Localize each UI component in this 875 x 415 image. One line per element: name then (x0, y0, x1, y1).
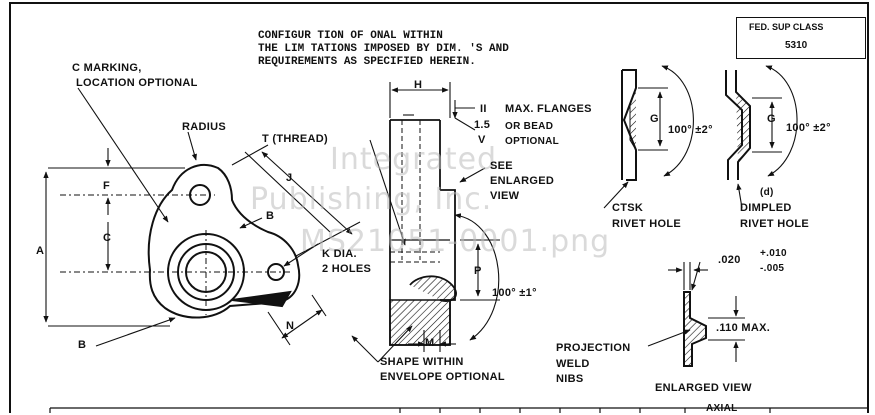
label-shape-within: SHAPE WITHIN (380, 356, 464, 368)
label-envelope-optional: ENVELOPE OPTIONAL (380, 371, 505, 383)
label-h: H (414, 79, 423, 91)
note-line-2: THE LIM TATIONS IMPOSED BY DIM. 'S AND (258, 43, 509, 55)
label-enlarged-view: ENLARGED VIEW (655, 382, 752, 394)
label-weld: WELD (556, 358, 590, 370)
label-c-dim: C (103, 232, 112, 244)
label-projection: PROJECTION (556, 342, 631, 354)
label-ii: II (480, 103, 487, 115)
label-tol-plus: +.010 (760, 248, 787, 259)
ctsk-rivet-hole-view (603, 69, 637, 209)
label-dimpled: DIMPLED (740, 202, 792, 214)
label-or-bead: OR BEAD (505, 121, 554, 132)
note-line-1: CONFIGUR TION OF ONAL WITHIN (258, 30, 443, 42)
label-tol-minus: -.005 (760, 263, 785, 274)
general-notes: CONFIGUR TION OF ONAL WITHIN THE LIM TAT… (258, 30, 509, 69)
label-f: F (103, 180, 111, 192)
section-dimensions (351, 82, 500, 363)
label-p: P (474, 265, 482, 277)
label-dim-020: .020 (718, 254, 741, 266)
label-nibs: NIBS (556, 373, 584, 385)
enlarged-view-dimensions (647, 296, 745, 362)
label-ctsk: CTSK (612, 202, 644, 214)
label-j: J (286, 172, 293, 184)
label-d-mark: (d) (760, 187, 774, 198)
ctsk-dimensions (638, 65, 694, 177)
label-m: M (425, 337, 435, 349)
label-optional: OPTIONAL (505, 136, 560, 147)
note-line-3: REQUIREMENTS AS SPECIFIED HEREIN. (258, 56, 476, 68)
label-n: N (286, 320, 295, 332)
label-a: A (36, 245, 45, 257)
label-radius: RADIUS (182, 121, 226, 133)
label-ratio: 1.5 (474, 119, 491, 131)
label-100-deg-dimpled: 100° ±2° (786, 122, 831, 134)
label-100-deg-ctsk: 100° ±2° (668, 124, 713, 136)
dimpled-rivet-hole-view (725, 70, 751, 209)
fed-supply-class-box: FED. SUP CLASS 5310 (736, 17, 866, 59)
label-dim-110: .110 MAX. (716, 322, 771, 334)
dimpled-dimensions (752, 65, 798, 177)
label-dimpled-rivet-hole: RIVET HOLE (740, 218, 810, 230)
label-g-ctsk: G (650, 113, 659, 125)
label-axial: AXIAL (706, 403, 738, 414)
fed-class-value: 5310 (785, 40, 808, 51)
label-t-thread: T (THREAD) (262, 133, 328, 145)
label-100-deg-mid: 100° ±1° (492, 287, 537, 299)
label-see: SEE (490, 160, 513, 172)
label-ctsk-rivet-hole: RIVET HOLE (612, 218, 682, 230)
label-enlarged: ENLARGED (490, 175, 555, 187)
nut-plate-outline (147, 164, 301, 319)
label-b-left: B (78, 339, 87, 351)
bottom-table-strip (49, 407, 868, 413)
centerlines (60, 194, 290, 315)
label-max-flanges: MAX. FLANGES (505, 103, 592, 115)
section-view (389, 119, 457, 346)
enlarged-view-section (668, 261, 708, 367)
label-2-holes: 2 HOLES (322, 263, 372, 275)
label-c-marking: C MARKING, (72, 62, 142, 74)
fed-class-title: FED. SUP CLASS (749, 22, 824, 32)
label-b-right: B (266, 210, 275, 222)
label-g-dimpled: G (767, 113, 776, 125)
label-location-optional: LOCATION OPTIONAL (76, 77, 198, 89)
page-border (9, 2, 869, 413)
label-view: VIEW (490, 190, 520, 202)
label-v: V (478, 134, 486, 146)
dimension-lines-left (43, 87, 361, 347)
label-k-dia: K DIA. (322, 248, 357, 260)
